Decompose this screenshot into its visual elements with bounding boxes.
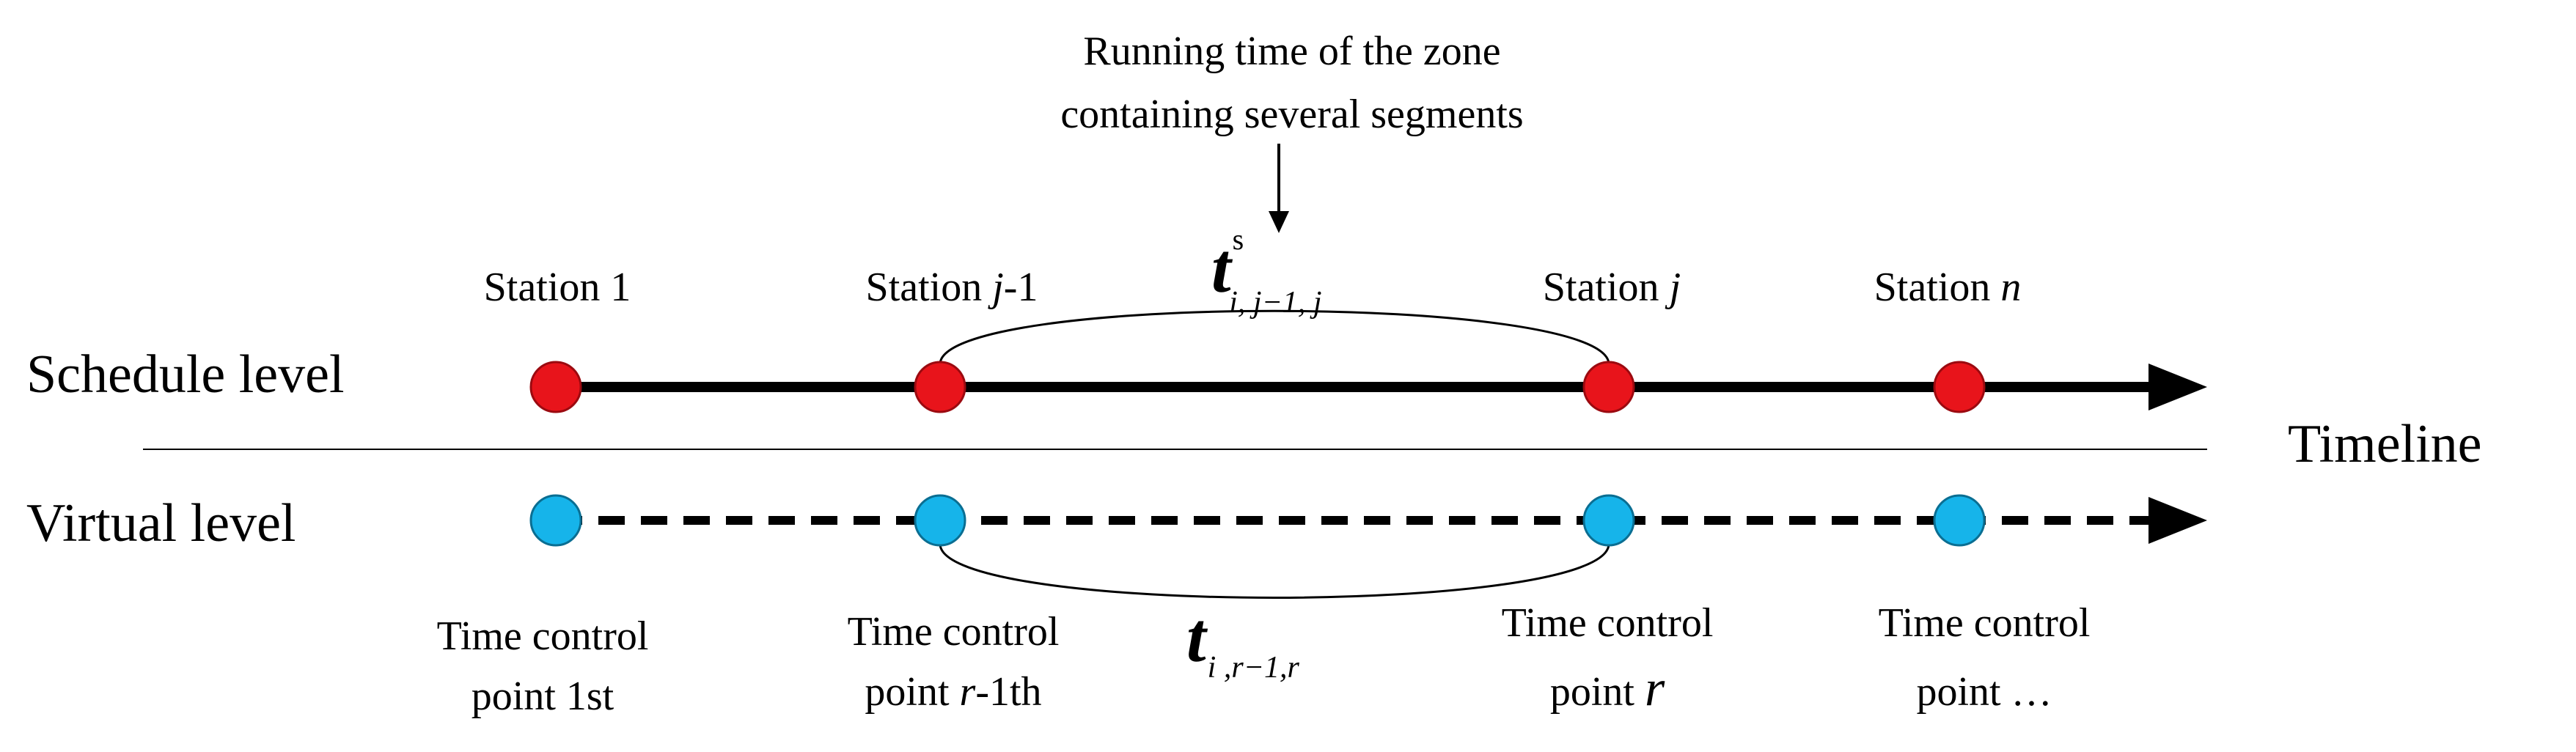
annotation-line-1: Running time of the zone xyxy=(1083,29,1500,74)
virtual-node-point-r-minus-1 xyxy=(914,494,966,547)
control-point-r-line-2: point r xyxy=(1550,660,1665,717)
schedule-node-station-j-minus-1 xyxy=(914,361,966,413)
virtual-node-point-1 xyxy=(529,494,582,547)
control-point-r-minus-1-line-1: Time control xyxy=(848,609,1060,655)
virtual-zone-arc xyxy=(939,543,1610,599)
station-label-n: Station n xyxy=(1874,265,2022,310)
annotation-arrow-head xyxy=(1269,211,1289,233)
virtual-level-label: Virtual level xyxy=(26,493,296,553)
schedule-node-station-j xyxy=(1582,361,1635,413)
virtual-node-point-n xyxy=(1933,494,1986,547)
control-point-r-minus-1-line-2: point r-1th xyxy=(865,669,1041,715)
schedule-node-station-1 xyxy=(529,361,582,413)
control-point-n-line-2: point … xyxy=(1916,669,2052,715)
schedule-level-label: Schedule level xyxy=(26,344,345,405)
station-label-j-minus-1: Station j-1 xyxy=(866,265,1038,310)
schedule-zone-arc xyxy=(939,309,1610,365)
control-point-r-line-1: Time control xyxy=(1502,600,1714,646)
virtual-line-arrowhead xyxy=(2148,497,2207,544)
schedule-node-station-n xyxy=(1933,361,1986,413)
virtual-node-point-r xyxy=(1582,494,1635,547)
schedule-line-arrowhead xyxy=(2148,364,2207,410)
annotation-line-2: containing several segments xyxy=(1060,92,1523,137)
virtual-time-symbol: ti ,r−1,r xyxy=(1186,598,1300,685)
control-point-1-line-2: point 1st xyxy=(471,674,614,719)
timeline-axis-label: Timeline xyxy=(2288,414,2482,474)
control-point-n-line-1: Time control xyxy=(1879,600,2091,646)
control-point-1-line-1: Time control xyxy=(437,613,649,659)
station-label-1: Station 1 xyxy=(484,265,631,310)
station-label-j: Station j xyxy=(1543,265,1681,310)
